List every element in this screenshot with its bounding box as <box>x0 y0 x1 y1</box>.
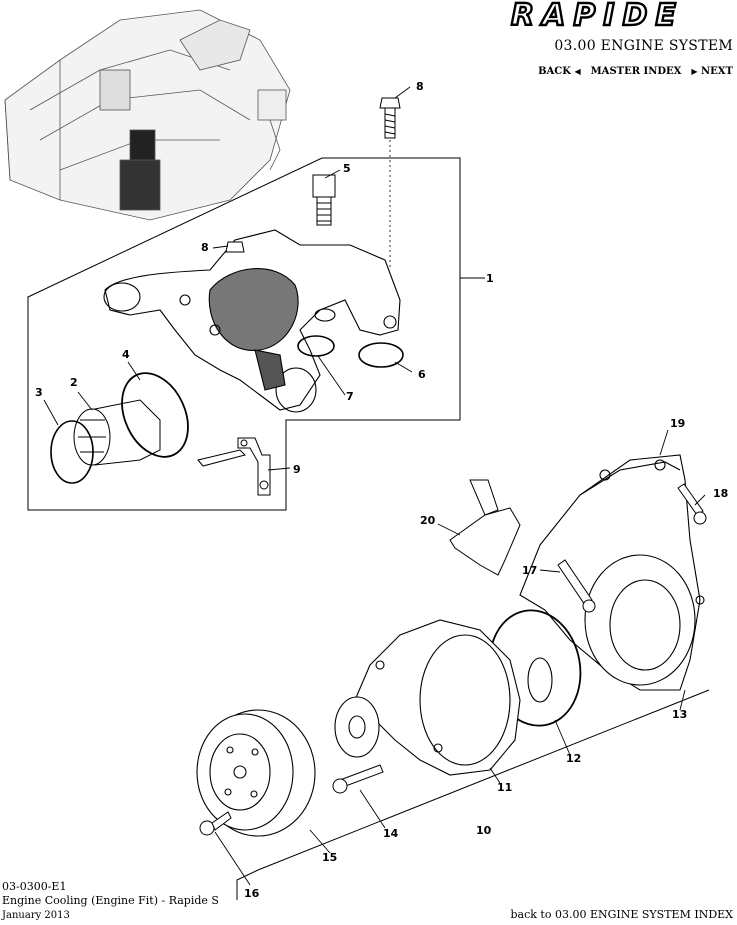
nav-bar: BACK ◀ MASTER INDEX ▶ NEXT <box>538 66 733 77</box>
group-10-frame <box>236 689 710 900</box>
callout-10: 10 <box>476 824 492 837</box>
bolt-17 <box>557 559 596 613</box>
bolt-16 <box>199 811 232 836</box>
back-arrow-icon: ◀ <box>574 66 581 76</box>
callout-13: 13 <box>672 708 687 721</box>
bolt-18 <box>677 483 707 525</box>
callout-7: 7 <box>346 390 354 403</box>
bolt-14 <box>332 764 384 794</box>
callout-6: 6 <box>418 368 426 381</box>
leader-lines <box>43 86 706 886</box>
rapide-logo: RAPIDE <box>509 0 731 34</box>
seal-3 <box>50 420 94 484</box>
footer-date: January 2013 <box>2 910 70 921</box>
callout-19: 19 <box>670 417 685 430</box>
o-ring-7 <box>297 335 335 357</box>
callout-18: 18 <box>713 487 728 500</box>
back-to-index-link[interactable]: back to 03.00 ENGINE SYSTEM INDEX <box>510 908 734 921</box>
group-1-frame <box>27 157 461 511</box>
svg-text:RAPIDE: RAPIDE <box>511 0 684 30</box>
next-arrow-icon: ▶ <box>691 66 698 76</box>
o-ring-6 <box>358 342 404 368</box>
engine-overview-thumbnail <box>4 9 291 221</box>
master-index-link[interactable]: MASTER INDEX <box>590 66 682 77</box>
callout-4: 4 <box>122 348 130 361</box>
water-pump <box>334 619 553 776</box>
thermostat-housing <box>103 229 401 413</box>
water-pump-housing <box>519 454 705 691</box>
callout-8-top: 8 <box>416 80 424 93</box>
callout-3: 3 <box>35 386 43 399</box>
section-title: 03.00 ENGINE SYSTEM <box>554 38 733 54</box>
temperature-sensor <box>312 174 336 226</box>
heat-shield-20 <box>449 479 521 576</box>
bolt-8-lower <box>225 241 245 253</box>
callout-12: 12 <box>566 752 581 765</box>
callout-15: 15 <box>322 851 337 864</box>
back-link[interactable]: BACK ◀ <box>538 66 581 77</box>
callout-20: 20 <box>420 514 436 527</box>
next-link[interactable]: ▶ NEXT <box>691 66 733 77</box>
callout-9: 9 <box>293 463 301 476</box>
callout-16: 16 <box>244 887 260 900</box>
thermostat <box>73 399 161 466</box>
footer-code: 03-0300-E1 <box>2 880 67 893</box>
callout-5: 5 <box>343 162 351 175</box>
pulley-15 <box>196 709 316 837</box>
callout-2: 2 <box>70 376 78 389</box>
footer-title: Engine Cooling (Engine Fit) - Rapide S <box>2 894 219 907</box>
bolt-8-top <box>379 97 401 270</box>
callout-11: 11 <box>497 781 512 794</box>
callout-1: 1 <box>486 272 494 285</box>
callout-8-lower: 8 <box>201 241 209 254</box>
callout-14: 14 <box>383 827 399 840</box>
callout-17: 17 <box>522 564 537 577</box>
bracket-9 <box>197 437 271 496</box>
